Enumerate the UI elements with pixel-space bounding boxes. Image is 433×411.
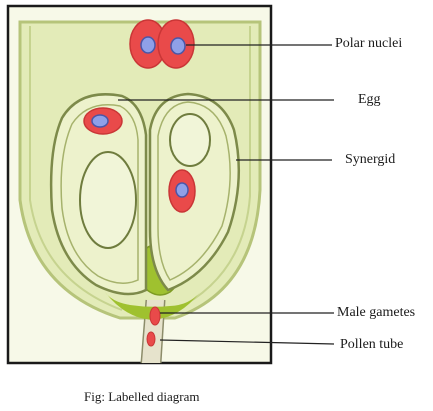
label-polar-nuclei: Polar nuclei bbox=[335, 36, 403, 51]
polar-nucleus-right-core bbox=[170, 37, 186, 55]
label-synergid: Synergid bbox=[345, 152, 396, 167]
vacuole-left bbox=[79, 151, 137, 249]
vacuole-right bbox=[169, 113, 211, 167]
male-gamete-1 bbox=[149, 306, 161, 326]
polar-nucleus-left-core bbox=[140, 36, 156, 54]
label-male-gametes: Male gametes bbox=[337, 305, 416, 320]
synergid-left-inner bbox=[60, 104, 139, 284]
label-egg: Egg bbox=[358, 92, 381, 107]
leader-pollen-tube bbox=[159, 339, 335, 345]
synergid-nucleus-core bbox=[175, 182, 189, 198]
egg-cell-inner bbox=[157, 101, 231, 281]
label-pollen-tube: Pollen tube bbox=[340, 337, 404, 352]
egg-nucleus-core bbox=[91, 114, 109, 128]
figure-caption: Fig: Labelled diagram bbox=[84, 389, 200, 404]
filiform-apparatus bbox=[105, 292, 200, 320]
male-gamete-2 bbox=[146, 331, 156, 347]
sac-inner-wall-left bbox=[29, 26, 123, 311]
